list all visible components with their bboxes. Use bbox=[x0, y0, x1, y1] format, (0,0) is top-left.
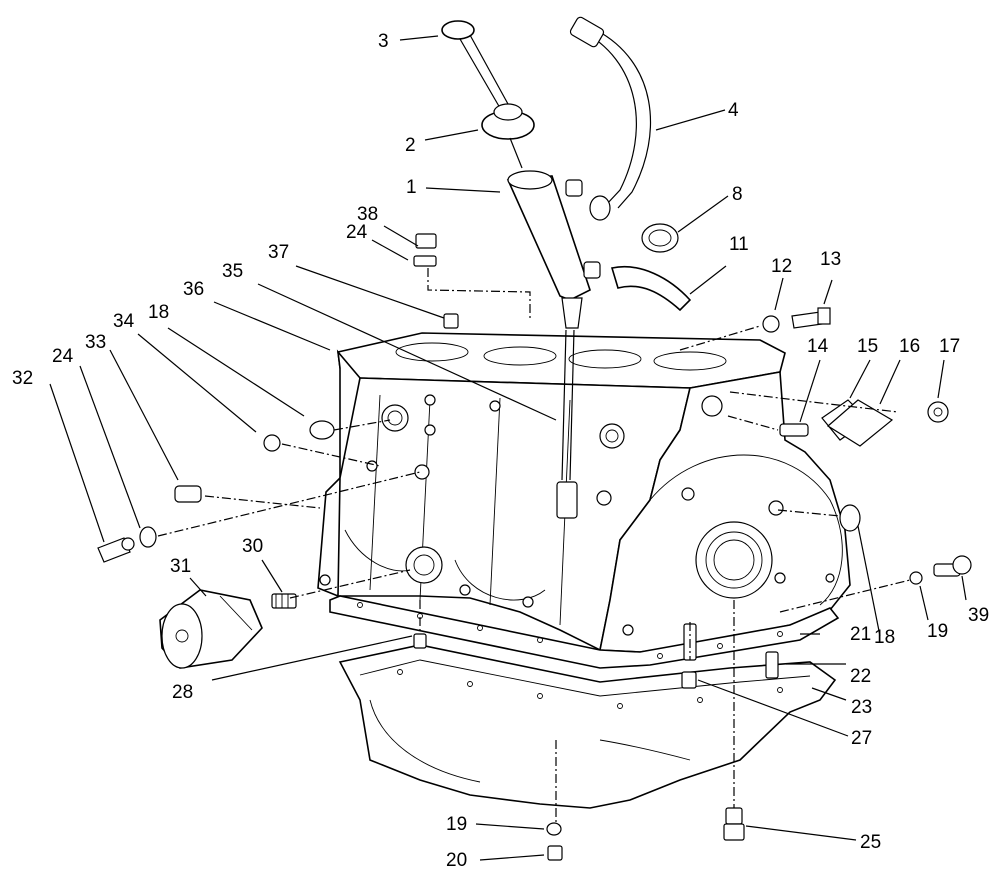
nipple-30 bbox=[271, 593, 297, 609]
washer-19-right bbox=[909, 571, 923, 585]
label-21: 21 bbox=[850, 624, 871, 645]
label-32: 32 bbox=[12, 368, 33, 389]
nut-17 bbox=[927, 401, 949, 423]
label-15: 15 bbox=[857, 336, 878, 357]
seal-18-right bbox=[839, 504, 861, 532]
label-37: 37 bbox=[268, 242, 289, 263]
label-11: 11 bbox=[729, 234, 749, 255]
label-33: 33 bbox=[85, 332, 106, 353]
plug-33 bbox=[174, 485, 202, 503]
breather-cap bbox=[481, 103, 535, 169]
label-35: 35 bbox=[222, 261, 243, 282]
washer-19-bottom bbox=[546, 822, 562, 836]
label-18-right: 18 bbox=[874, 627, 895, 648]
oil-pan-gasket bbox=[329, 595, 840, 669]
washer-24 bbox=[139, 526, 157, 548]
label-39: 39 bbox=[968, 605, 989, 626]
cylinder-block bbox=[317, 329, 851, 653]
cover-plate-16 bbox=[826, 399, 894, 447]
fitting-39 bbox=[933, 555, 972, 577]
oil-filter-31 bbox=[159, 589, 263, 669]
label-36: 36 bbox=[183, 279, 204, 300]
label-14: 14 bbox=[807, 336, 829, 357]
assembly-lines bbox=[157, 268, 911, 822]
label-18-left: 18 bbox=[148, 302, 169, 323]
callout-labels: 3 2 1 4 8 11 12 13 14 15 16 17 38 24 37 … bbox=[12, 31, 989, 871]
label-8: 8 bbox=[732, 184, 743, 205]
label-20: 20 bbox=[446, 850, 467, 871]
oil-pan bbox=[338, 644, 837, 809]
label-13: 13 bbox=[820, 249, 841, 270]
label-38: 38 bbox=[357, 204, 378, 225]
label-16: 16 bbox=[899, 336, 920, 357]
dowel-22 bbox=[765, 651, 779, 679]
drain-plug-20 bbox=[547, 845, 563, 861]
label-2: 2 bbox=[405, 135, 416, 156]
stud-27 bbox=[681, 623, 697, 689]
label-19-right: 19 bbox=[927, 621, 948, 642]
oil-filler-cap bbox=[441, 20, 509, 109]
label-28: 28 bbox=[172, 682, 193, 703]
label-30: 30 bbox=[242, 536, 263, 557]
label-3: 3 bbox=[378, 31, 389, 52]
sender-32 bbox=[97, 537, 135, 563]
washer-12 bbox=[762, 315, 780, 333]
label-17: 17 bbox=[939, 336, 960, 357]
label-24-left: 24 bbox=[52, 346, 74, 367]
label-12: 12 bbox=[771, 256, 792, 277]
label-1: 1 bbox=[406, 177, 417, 198]
bolt-25 bbox=[723, 807, 745, 841]
label-27: 27 bbox=[851, 728, 872, 749]
oil-filler-tube bbox=[506, 170, 601, 329]
label-34: 34 bbox=[113, 311, 135, 332]
bolt-13 bbox=[791, 307, 831, 329]
label-4: 4 bbox=[728, 100, 739, 121]
stud-14 bbox=[779, 423, 809, 437]
drain-plug-top bbox=[413, 233, 437, 267]
hose-clamp bbox=[641, 223, 679, 253]
small-plug bbox=[443, 313, 459, 329]
leader-lines bbox=[49, 35, 967, 861]
label-22: 22 bbox=[850, 666, 871, 687]
dowel-28 bbox=[413, 633, 427, 649]
label-31: 31 bbox=[170, 556, 191, 577]
breather-hose bbox=[569, 16, 652, 221]
vent-hose bbox=[610, 266, 692, 312]
label-24-top: 24 bbox=[346, 222, 368, 243]
label-25: 25 bbox=[860, 832, 881, 853]
label-23: 23 bbox=[851, 697, 872, 718]
label-19-bottom: 19 bbox=[446, 814, 467, 835]
seal-18-left bbox=[309, 420, 335, 440]
plug-34 bbox=[263, 434, 281, 452]
